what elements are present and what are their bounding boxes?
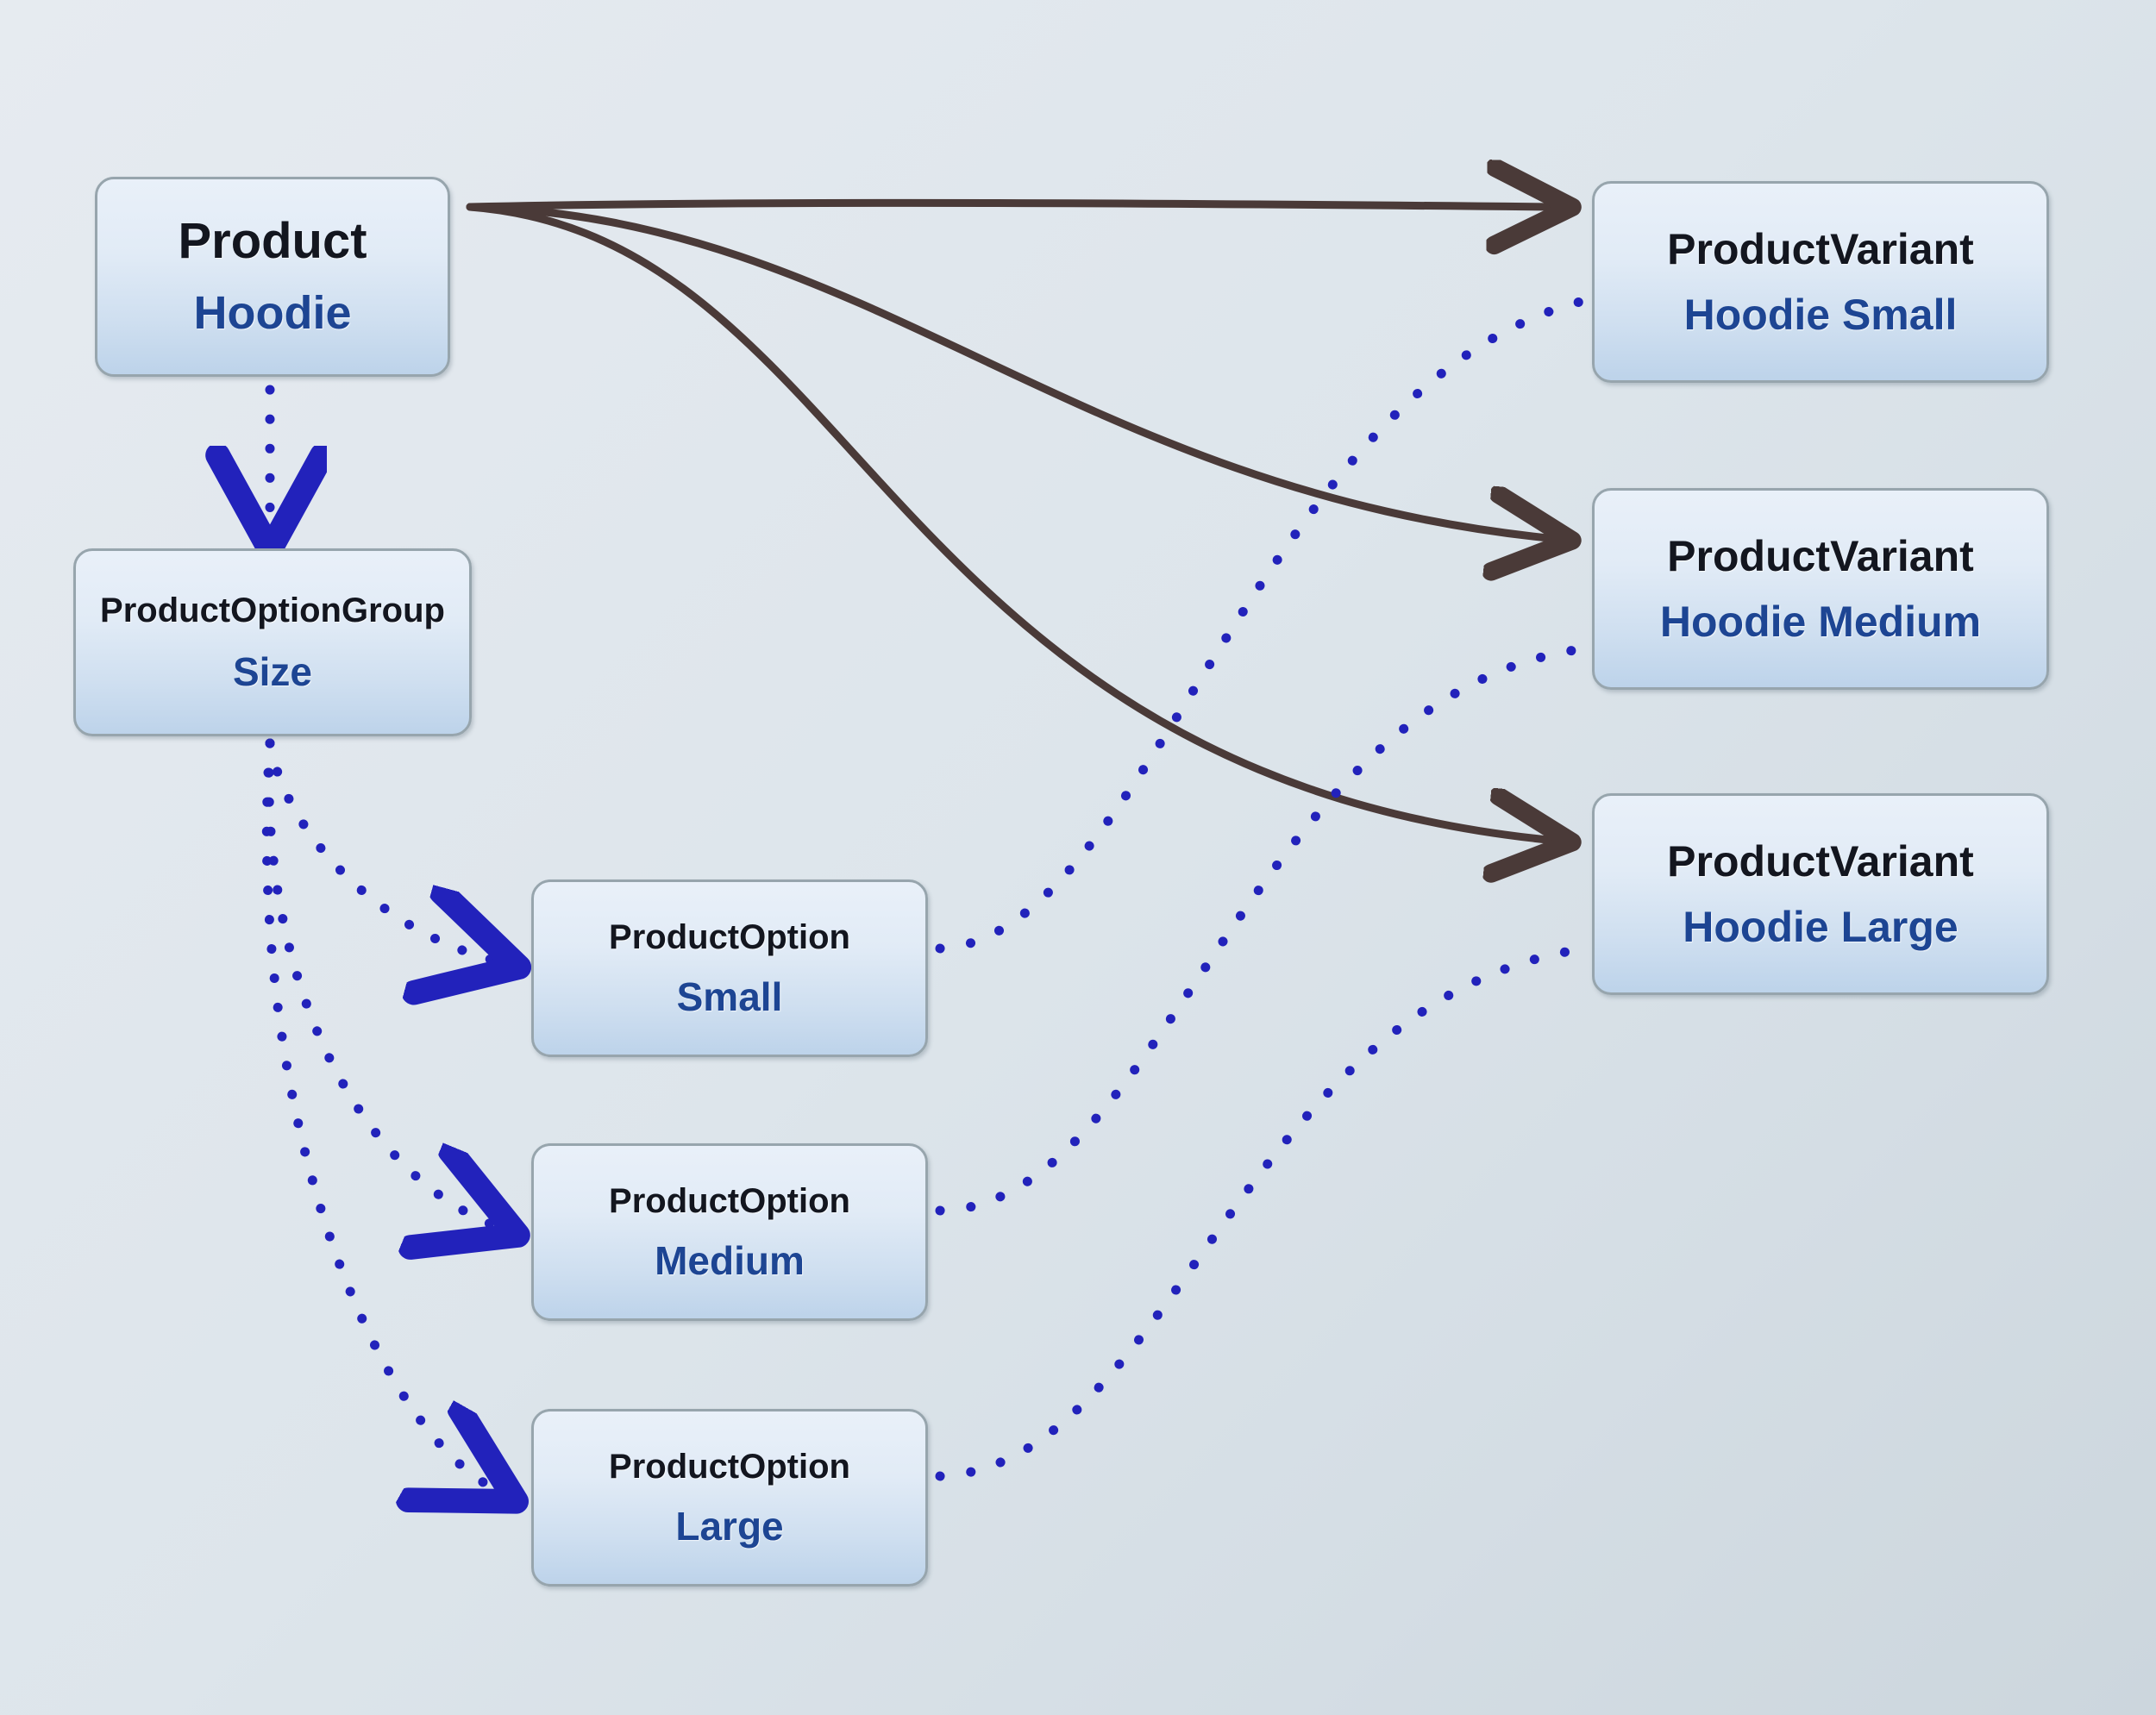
node-option-group-type: ProductOptionGroup: [100, 591, 445, 629]
node-product-name: Hoodie: [193, 287, 352, 340]
node-product-option-small[interactable]: ProductOption Small: [531, 879, 928, 1057]
node-variant-small-name: Hoodie Small: [1683, 291, 1958, 339]
edge-product-to-variant-medium: [466, 203, 1557, 539]
node-product-option-group[interactable]: ProductOptionGroup Size: [73, 548, 472, 736]
node-option-medium-name: Medium: [655, 1237, 805, 1283]
node-variant-medium-type: ProductVariant: [1667, 531, 1974, 580]
node-product-option-medium[interactable]: ProductOption Medium: [531, 1143, 928, 1321]
edge-option-group-to-option-medium: [264, 738, 492, 1224]
node-product-variant-large[interactable]: ProductVariant Hoodie Large: [1592, 793, 2049, 995]
node-option-group-name: Size: [232, 648, 313, 694]
edge-product-to-variant-large: [466, 203, 1557, 841]
node-option-small-name: Small: [676, 973, 783, 1019]
node-variant-medium-name: Hoodie Medium: [1659, 598, 1982, 646]
node-product[interactable]: Product Hoodie: [95, 177, 450, 377]
node-option-medium-type: ProductOption: [609, 1181, 850, 1220]
node-product-variant-medium[interactable]: ProductVariant Hoodie Medium: [1592, 488, 2049, 690]
edge-option-large-to-variant-large: [935, 943, 1592, 1481]
node-variant-large-type: ProductVariant: [1667, 836, 1974, 886]
node-option-large-name: Large: [675, 1503, 784, 1549]
edge-option-group-to-option-large: [261, 738, 492, 1487]
node-option-small-type: ProductOption: [609, 917, 850, 956]
edge-product-to-variant-small: [466, 203, 1557, 207]
edge-option-medium-to-variant-medium: [935, 643, 1592, 1216]
node-variant-large-name: Hoodie Large: [1683, 903, 1959, 951]
node-product-option-large[interactable]: ProductOption Large: [531, 1409, 928, 1587]
node-variant-small-type: ProductVariant: [1667, 224, 1974, 273]
edge-option-group-to-option-small: [265, 738, 492, 960]
node-product-variant-small[interactable]: ProductVariant Hoodie Small: [1592, 181, 2049, 383]
node-option-large-type: ProductOption: [609, 1447, 850, 1486]
edge-option-small-to-variant-small: [935, 295, 1592, 954]
node-product-type: Product: [178, 213, 367, 270]
